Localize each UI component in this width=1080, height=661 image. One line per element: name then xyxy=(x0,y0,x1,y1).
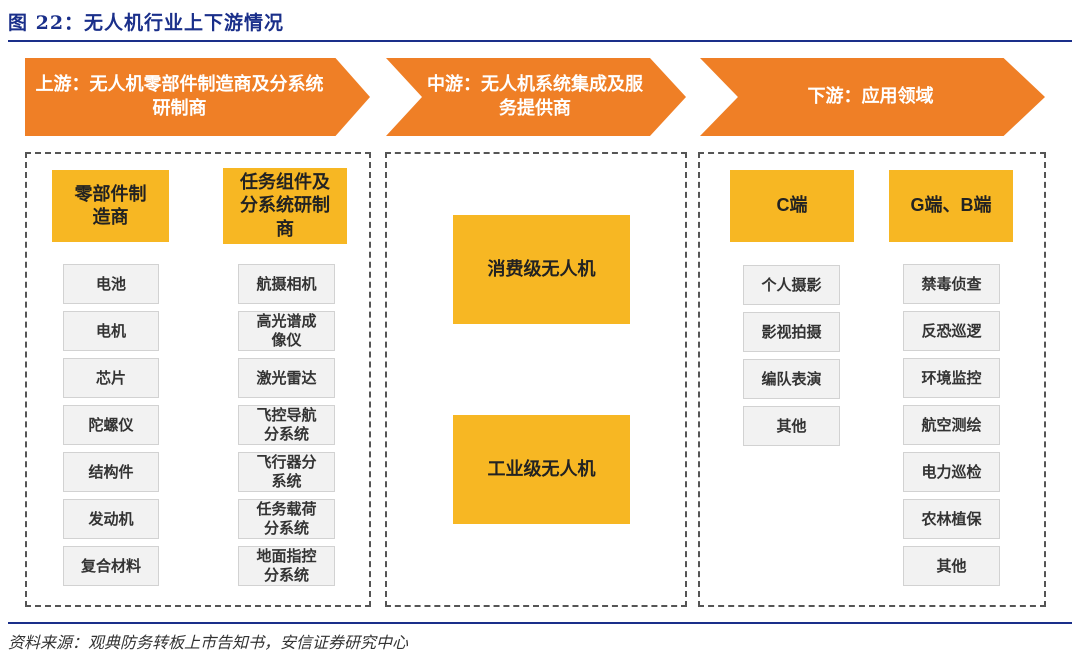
list-item: 航空测绘 xyxy=(903,405,1000,445)
list-item: 环境监控 xyxy=(903,358,1000,398)
figure-title: 图 22：无人机行业上下游情况 xyxy=(8,12,285,34)
c-end-header: C端 xyxy=(730,170,854,242)
list-item: 电池 xyxy=(63,264,159,304)
list-item: 航摄相机 xyxy=(238,264,335,304)
list-item: 激光雷达 xyxy=(238,358,335,398)
list-item: 芯片 xyxy=(63,358,159,398)
list-item: 任务载荷分系统 xyxy=(238,499,335,539)
list-item: 其他 xyxy=(903,546,1000,586)
list-item: 结构件 xyxy=(63,452,159,492)
list-item: 地面指控分系统 xyxy=(238,546,335,586)
list-item: 飞控导航分系统 xyxy=(238,405,335,445)
downstream-arrow: 下游：应用领域 xyxy=(700,58,1045,136)
industrial-drone-box: 工业级无人机 xyxy=(453,415,630,524)
upstream-label: 上游：无人机零部件制造商及分系统研制商 xyxy=(35,73,324,119)
list-item: 电机 xyxy=(63,311,159,351)
midstream-arrow: 中游：无人机系统集成及服务提供商 xyxy=(386,58,686,136)
list-item: 个人摄影 xyxy=(743,265,840,305)
downstream-label: 下游：应用领域 xyxy=(807,85,934,107)
downstream-panel xyxy=(698,152,1046,607)
title-divider xyxy=(8,40,1072,42)
midstream-label: 中游：无人机系统集成及服务提供商 xyxy=(427,73,643,119)
list-item: 其他 xyxy=(743,406,840,446)
list-item: 影视拍摄 xyxy=(743,312,840,352)
list-item: 高光谱成像仪 xyxy=(238,311,335,351)
upstream-arrow: 上游：无人机零部件制造商及分系统研制商 xyxy=(25,58,370,136)
list-item: 反恐巡逻 xyxy=(903,311,1000,351)
list-item: 农林植保 xyxy=(903,499,1000,539)
list-item: 陀螺仪 xyxy=(63,405,159,445)
list-item: 复合材料 xyxy=(63,546,159,586)
source-divider xyxy=(8,622,1072,624)
upstream-panel xyxy=(25,152,371,607)
subsystem-developer-header: 任务组件及分系统研制商 xyxy=(223,168,347,244)
list-item: 电力巡检 xyxy=(903,452,1000,492)
source-note: 资料来源：观典防务转板上市告知书，安信证券研究中心 xyxy=(8,633,409,652)
list-item: 禁毒侦查 xyxy=(903,264,1000,304)
parts-manufacturer-header: 零部件制造商 xyxy=(52,170,169,242)
list-item: 飞行器分系统 xyxy=(238,452,335,492)
gb-end-header: G端、B端 xyxy=(889,170,1013,242)
midstream-panel xyxy=(385,152,687,607)
consumer-drone-box: 消费级无人机 xyxy=(453,215,630,324)
list-item: 发动机 xyxy=(63,499,159,539)
list-item: 编队表演 xyxy=(743,359,840,399)
